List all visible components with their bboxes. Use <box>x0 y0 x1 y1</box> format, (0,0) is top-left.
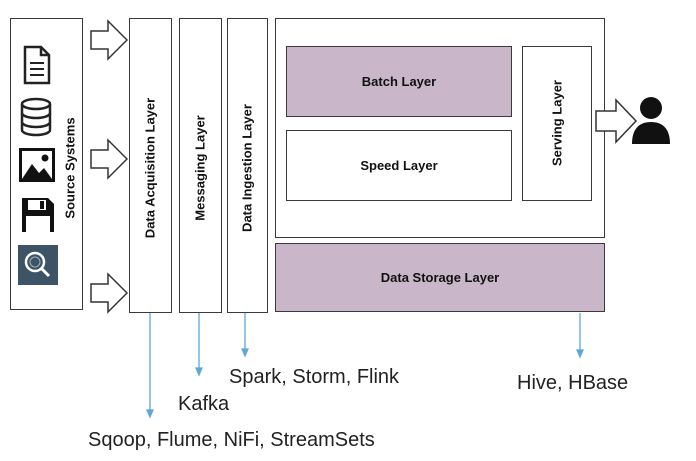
speed-layer <box>286 130 512 201</box>
search-image-icon <box>18 245 58 285</box>
ingestion-tools-label: Spark, Storm, Flink <box>229 366 400 388</box>
ingestion-pointer-head <box>241 348 249 358</box>
document-icon <box>23 45 51 85</box>
flow-arrow-middle <box>90 138 129 180</box>
acquisition-tools-label: Sqoop, Flume, NiFi, StreamSets <box>88 429 375 451</box>
flow-arrow-bottom <box>90 272 129 314</box>
messaging-layer <box>179 18 222 313</box>
acquisition-pointer-head <box>146 409 154 419</box>
batch-layer-label: Batch Layer <box>361 74 437 89</box>
floppy-disk-icon <box>22 198 54 232</box>
messaging-pointer-head <box>195 367 203 377</box>
serving-layer <box>522 46 592 201</box>
user-icon <box>632 97 670 144</box>
flow-arrow-to-user <box>595 98 638 144</box>
storage-pointer-head <box>576 349 584 359</box>
batch-layer <box>286 46 512 117</box>
data-ingestion-layer <box>227 18 268 313</box>
speed-layer-label: Speed Layer <box>360 158 438 173</box>
data-acquisition-layer <box>129 18 172 313</box>
image-icon <box>19 148 55 182</box>
data-storage-label: Data Storage Layer <box>380 270 500 285</box>
data-storage-layer <box>275 243 605 312</box>
messaging-tools-label: Kafka <box>178 393 230 415</box>
flow-arrow-top <box>90 19 129 61</box>
storage-tools-label: Hive, HBase <box>517 372 629 394</box>
database-icon <box>20 97 52 137</box>
